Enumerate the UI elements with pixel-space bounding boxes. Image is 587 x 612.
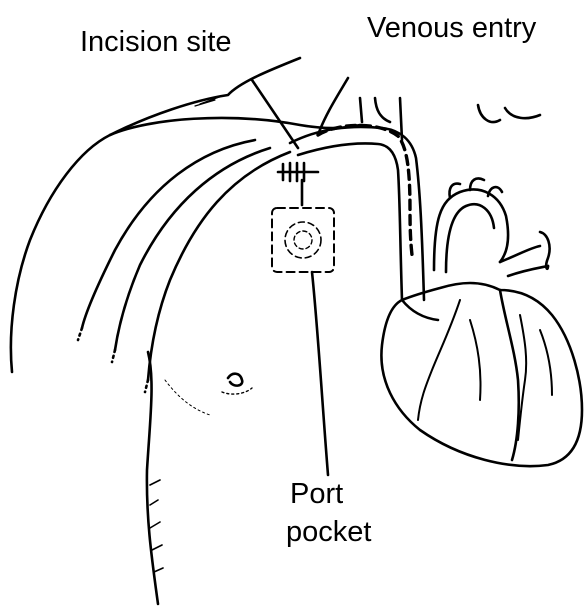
incision-site-label: Incision site	[80, 28, 232, 57]
neck-right-vessels	[478, 105, 540, 122]
heart-vessel-3	[540, 330, 552, 395]
clavicle-lower	[115, 148, 270, 350]
clavicle-third	[148, 152, 290, 380]
aorta-inner	[446, 204, 494, 272]
port-pocket-box	[272, 208, 334, 272]
port-pocket-label-line2: pocket	[286, 518, 371, 547]
heart-vessel-4	[470, 320, 481, 400]
port-leader	[312, 272, 328, 475]
nipple	[228, 374, 242, 386]
nipple-dots	[222, 388, 252, 394]
chest-wall	[147, 352, 158, 604]
port-outer	[285, 222, 321, 258]
jugular-mid	[375, 98, 390, 122]
subclavian-vein-upper	[290, 127, 424, 300]
port-pocket-label-line1: Port	[290, 480, 343, 509]
heart-vessel-2	[518, 315, 526, 440]
port-inner	[294, 231, 312, 249]
clavicle-upper	[82, 140, 255, 328]
heart-right-atrium	[402, 300, 438, 320]
heart-septum	[500, 290, 519, 460]
incision-leader	[252, 80, 298, 148]
jugular-left	[360, 98, 362, 122]
rib-dots	[78, 328, 148, 392]
pulmonary-end	[540, 232, 550, 269]
chest-shading	[165, 380, 210, 415]
venous-entry-label: Venous entry	[367, 14, 536, 43]
